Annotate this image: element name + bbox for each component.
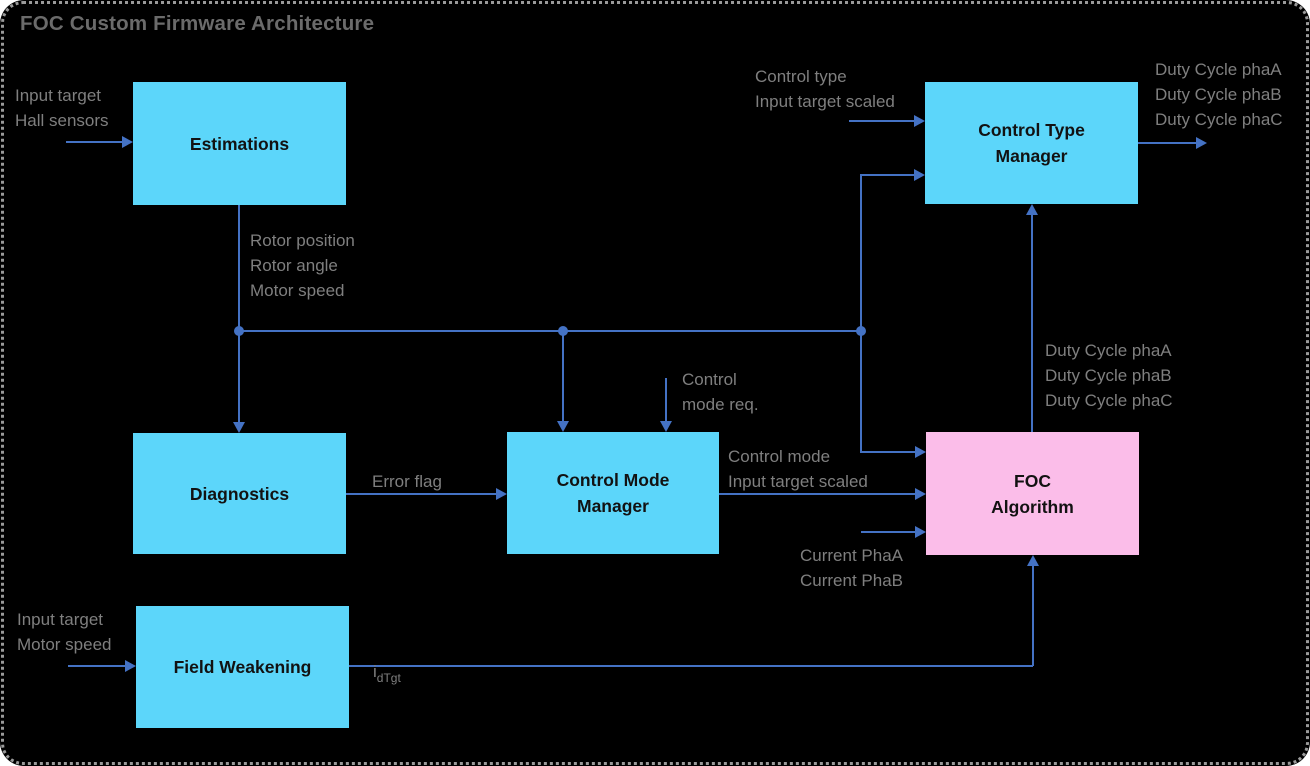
node-control-mode-manager-label: Control Mode Manager	[556, 470, 670, 516]
edge-bus-to-ctm-arrowhead	[914, 169, 925, 181]
edge-foc-to-ctm	[1031, 215, 1033, 432]
label-idtgt-base: i	[373, 662, 377, 681]
edge-estimations-input	[66, 141, 122, 143]
node-estimations: Estimations	[133, 82, 346, 205]
edge-bus-horizontal	[239, 330, 861, 332]
edge-cmm-to-foc-arrowhead	[915, 488, 926, 500]
edge-bus-to-ctm	[860, 174, 914, 176]
label-fw-inputs: Input target Motor speed	[17, 610, 112, 654]
edge-bus-to-foc-arrowhead	[915, 446, 926, 458]
diagram-title: FOC Custom Firmware Architecture	[20, 12, 375, 35]
edge-diagnostics-arrowhead	[233, 422, 245, 433]
edge-control-mode-req-arrowhead	[660, 421, 672, 432]
junction-dot-estimations	[234, 326, 244, 336]
edge-foc-to-ctm-arrowhead	[1026, 204, 1038, 215]
edge-ctm-input-arrowhead	[914, 115, 925, 127]
label-idtgt: idTgt	[373, 634, 401, 691]
edge-current-input	[861, 531, 915, 533]
edge-fw-output-arrowhead	[1027, 555, 1039, 566]
node-diagnostics: Diagnostics	[133, 433, 346, 554]
edge-fw-input-arrowhead	[125, 660, 136, 672]
node-foc-algorithm-label: FOC Algorithm	[991, 470, 1074, 517]
edge-bus-up-branch	[860, 174, 862, 331]
label-ctm-inputs: Control type Input target scaled	[755, 67, 895, 111]
edge-error-flag	[346, 493, 496, 495]
label-control-mode-req: Control mode req.	[682, 370, 759, 414]
label-ctm-duty-outputs: Duty Cycle phaA Duty Cycle phaB Duty Cyc…	[1155, 60, 1283, 129]
label-idtgt-subscript: dTgt	[376, 671, 401, 685]
edge-ctm-output	[1138, 142, 1196, 144]
edge-current-input-arrowhead	[915, 526, 926, 538]
label-estimations-inputs: Input target Hall sensors	[15, 86, 109, 130]
node-diagnostics-label: Diagnostics	[189, 483, 290, 504]
label-cmm-outputs: Control mode Input target scaled	[728, 447, 868, 491]
edge-bus-to-cmm	[562, 331, 564, 421]
node-control-type-manager: Control Type Manager	[925, 82, 1138, 204]
edge-cmm-to-foc	[719, 493, 915, 495]
node-field-weakening: Field Weakening	[136, 606, 349, 728]
edge-ctm-output-arrowhead	[1196, 137, 1207, 149]
label-error-flag: Error flag	[372, 472, 442, 491]
edge-estimations-input-arrowhead	[122, 136, 133, 148]
label-foc-duty-outputs: Duty Cycle phaA Duty Cycle phaB Duty Cyc…	[1045, 341, 1173, 410]
label-foc-current-inputs: Current PhaA Current PhaB	[800, 546, 903, 590]
edge-estimations-down	[238, 205, 240, 422]
edge-control-mode-req	[665, 378, 667, 421]
edge-fw-input	[68, 665, 125, 667]
node-control-mode-manager: Control Mode Manager	[507, 432, 719, 554]
node-field-weakening-label: Field Weakening	[173, 657, 312, 677]
edge-bus-down-branch	[860, 331, 862, 452]
edge-fw-output-horizontal	[349, 665, 1033, 667]
edge-error-flag-arrowhead	[496, 488, 507, 500]
edge-ctm-input	[849, 120, 914, 122]
edge-bus-to-foc	[860, 451, 915, 453]
node-estimations-label: Estimations	[189, 133, 290, 154]
node-control-type-manager-label: Control Type Manager	[978, 120, 1085, 166]
edge-fw-output-vertical	[1032, 566, 1034, 666]
label-estimations-outputs: Rotor position Rotor angle Motor speed	[250, 231, 355, 300]
node-foc-algorithm: FOC Algorithm	[926, 432, 1139, 555]
edge-bus-to-cmm-arrowhead	[557, 421, 569, 432]
